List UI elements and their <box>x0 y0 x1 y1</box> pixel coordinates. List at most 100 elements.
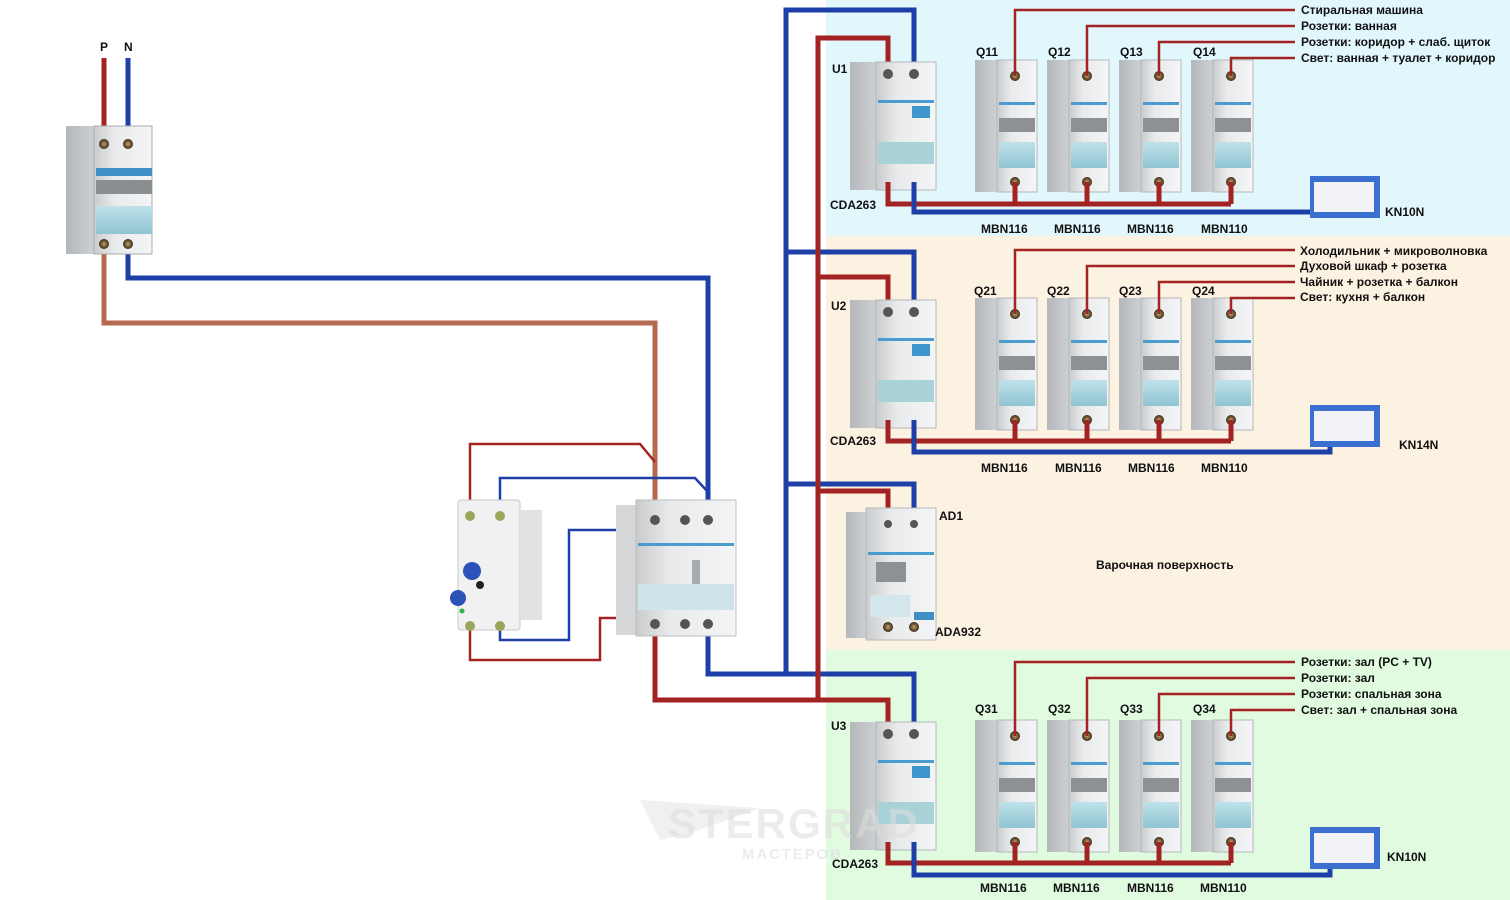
breaker-q24-label: Q24 <box>1192 284 1215 298</box>
breaker-q11-side <box>975 60 999 192</box>
breaker-q34-label: Q34 <box>1193 702 1216 716</box>
breaker-q24-toggle <box>1215 356 1251 370</box>
neutral-bus-1-label: KN10N <box>1385 205 1425 219</box>
breaker-q14-toggle <box>1215 118 1251 132</box>
breaker-q34-window <box>1215 802 1251 828</box>
breaker-q24-model: MBN110 <box>1201 461 1248 475</box>
terminal-screw <box>883 69 893 79</box>
rcbo-ad1-label: AD1 <box>939 509 964 523</box>
breaker-q12-side <box>1047 60 1071 192</box>
rcd-u2-window <box>878 380 934 402</box>
load-wire-q34 <box>1229 708 1295 736</box>
voltage-relay <box>450 499 542 631</box>
breaker-q21-model: MBN116 <box>981 461 1028 475</box>
neutral-bus-2-label: KN14N <box>1399 438 1439 452</box>
breaker-q24-stripe <box>1215 340 1251 343</box>
rcd-u2-side <box>850 300 878 428</box>
neutral-to-u2 <box>786 249 917 312</box>
breaker-q13-toggle <box>1143 118 1179 132</box>
rcd-u2-stripe <box>878 338 934 341</box>
watermark-main: STERGRAD <box>668 800 920 847</box>
breaker-q33-model: MBN116 <box>1127 881 1174 895</box>
breaker-q13-model: MBN116 <box>1127 222 1174 236</box>
load-q21: Холодильник + микроволновка <box>1300 244 1488 258</box>
breaker-q14-model: MBN110 <box>1201 222 1248 236</box>
rcd-u3-side <box>850 722 878 850</box>
breaker-q31-model: MBN116 <box>980 881 1027 895</box>
breaker-q33-side <box>1119 720 1143 852</box>
breaker-q32-stripe <box>1071 762 1107 765</box>
breaker-q23-window <box>1143 380 1179 406</box>
load-wire-q32 <box>1085 676 1295 736</box>
load-wire-q11 <box>1013 8 1295 76</box>
breaker-q14-stripe <box>1215 102 1251 105</box>
breaker-q32-model: MBN116 <box>1053 881 1100 895</box>
rcd-u2-model: CDA263 <box>830 434 877 448</box>
neutral-riser <box>783 7 917 674</box>
breaker-q34-model: MBN110 <box>1200 881 1247 895</box>
neutral-bus-bar-inner <box>1314 833 1374 863</box>
phase-riser <box>815 35 891 700</box>
load-wire-q24 <box>1229 296 1295 314</box>
breaker-q23-side <box>1119 298 1143 430</box>
breaker-q33-window <box>1143 802 1179 828</box>
breaker-q21-toggle <box>999 356 1035 370</box>
breaker-q32-window <box>1071 802 1107 828</box>
rcd-u1-stripe <box>878 100 934 103</box>
breaker-q14-label: Q14 <box>1193 45 1216 59</box>
load-wire-q12 <box>1085 24 1295 76</box>
load-q24: Свет: кухня + балкон <box>1300 290 1426 304</box>
load-q31: Розетки: зал (PC + TV) <box>1301 655 1432 669</box>
breaker-q13-window <box>1143 142 1179 168</box>
breaker-q32-label: Q32 <box>1048 702 1071 716</box>
breaker-q34-side <box>1191 720 1215 852</box>
breaker-q12-window <box>1071 142 1107 168</box>
rcd-u1 <box>875 61 937 191</box>
breaker-q13-label: Q13 <box>1120 45 1143 59</box>
load-q32: Розетки: зал <box>1301 671 1375 685</box>
terminal-screw <box>909 729 919 739</box>
rcd-u2 <box>875 299 937 429</box>
main-breaker <box>66 125 153 255</box>
breaker-q13-side <box>1119 60 1143 192</box>
breaker-q14-window <box>1215 142 1251 168</box>
rcd-u2-label: U2 <box>831 299 847 313</box>
breaker-q22-toggle <box>1071 356 1107 370</box>
rcd-u3-label: U3 <box>831 719 847 733</box>
rcd-u1-model: CDA263 <box>830 198 877 212</box>
rcd-u1-side <box>850 62 878 190</box>
breaker-q33-toggle <box>1143 778 1179 792</box>
load-q14: Свет: ванная + туалет + коридор <box>1301 51 1496 65</box>
load-wire-q23 <box>1157 280 1295 314</box>
breaker-q12-model: MBN116 <box>1054 222 1101 236</box>
breaker-q23-toggle <box>1143 356 1179 370</box>
breaker-q11-label: Q11 <box>976 45 999 59</box>
terminal-screw <box>883 729 893 739</box>
rcd-u3-model: CDA263 <box>832 857 879 871</box>
rcd-u1-window <box>878 142 934 164</box>
breaker-q32-toggle <box>1071 778 1107 792</box>
rcd-u1-label: U1 <box>832 62 848 76</box>
load-wire-q13 <box>1157 40 1295 76</box>
load-wire-q33 <box>1157 692 1295 736</box>
rcd-u1-test-button <box>912 106 930 118</box>
breaker-q31-label: Q31 <box>975 702 998 716</box>
input-neutral-label: N <box>124 40 133 54</box>
breaker-q11-window <box>999 142 1035 168</box>
load-q34: Свет: зал + спальная зона <box>1301 703 1458 717</box>
rcbo-ad1-model: ADA932 <box>935 625 982 639</box>
neutral-to-u3 <box>786 671 917 734</box>
load-wire-q31 <box>1013 660 1295 736</box>
breaker-q34-stripe <box>1215 762 1251 765</box>
watermark <box>640 800 760 840</box>
input-phase-label: P <box>100 40 109 54</box>
breaker-q21-side <box>975 298 999 430</box>
main-neutral-wire <box>125 242 711 520</box>
breaker-q31-stripe <box>999 762 1035 765</box>
load-q22: Духовой шкаф + розетка <box>1300 259 1447 273</box>
load-q13: Розетки: коридор + слаб. щиток <box>1301 35 1491 49</box>
breaker-q13-stripe <box>1143 102 1179 105</box>
breaker-q22-side <box>1047 298 1071 430</box>
breaker-q21-label: Q21 <box>974 284 997 298</box>
